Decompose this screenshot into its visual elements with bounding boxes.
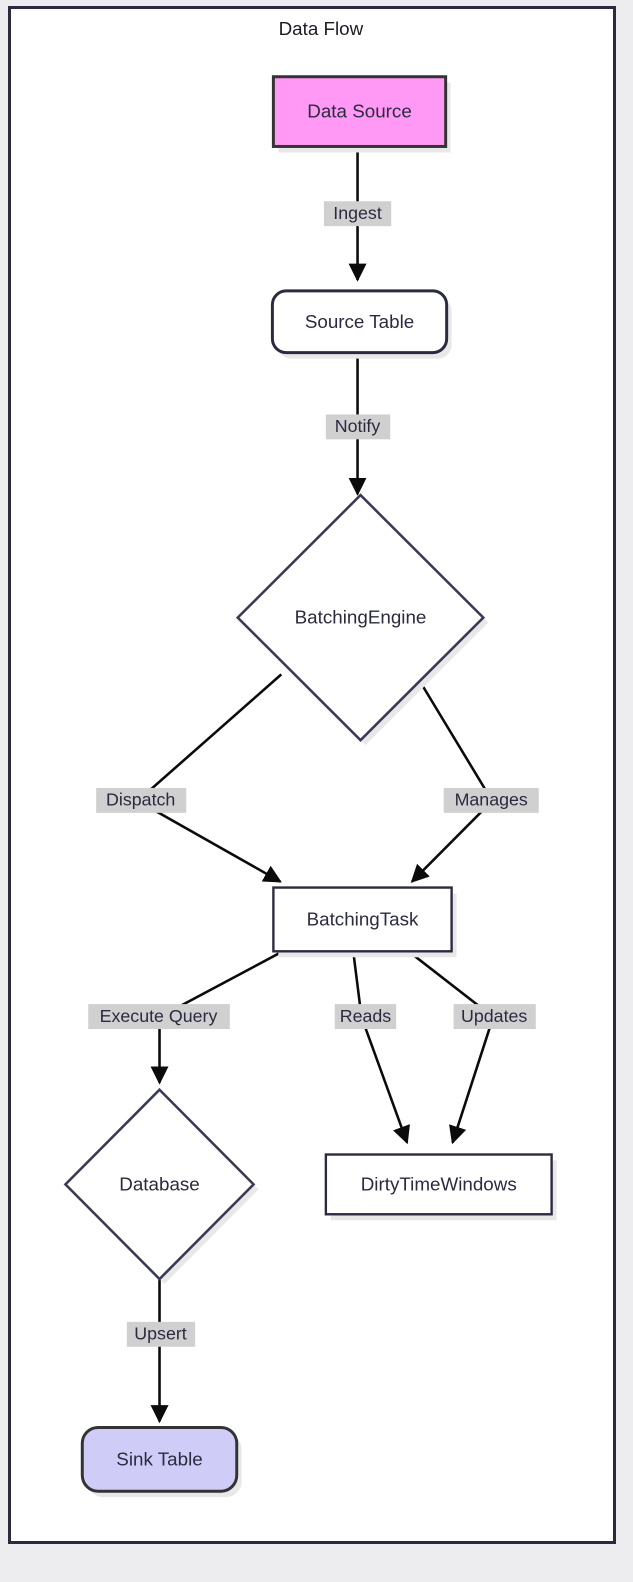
edge-label-upsert: Upsert [126,1321,196,1347]
edge-label-ingest: Ingest [323,201,392,227]
node-sink-table[interactable]: Sink Table [80,1425,242,1498]
edge-label-manages-text: Manages [455,790,528,810]
edge-dispatch [135,673,283,883]
edge-manages [410,680,494,883]
edge-label-updates: Updates [453,1004,536,1030]
diagram-title: Data Flow [279,18,364,39]
node-source-table[interactable]: Source Table [270,289,452,359]
edge-label-notify-text: Notify [335,416,381,436]
edge-label-ingest-text: Ingest [333,203,382,223]
edge-label-manages: Manages [443,787,539,813]
node-batching-engine[interactable]: BatchingEngine [235,493,489,746]
node-dirty-time-windows[interactable]: DirtyTimeWindows [324,1153,557,1221]
edge-label-updates-text: Updates [461,1006,527,1026]
node-data-source[interactable]: Data Source [271,75,451,153]
edge-label-dispatch-text: Dispatch [106,790,175,810]
edge-label-reads: Reads [334,1004,397,1030]
edge-label-dispatch: Dispatch [96,787,187,813]
flowchart-canvas: Data Flow Dat [63,18,557,1498]
node-database[interactable]: Database [63,1087,259,1285]
node-batching-task[interactable]: BatchingTask [272,886,457,958]
edge-updates [401,945,495,1145]
edge-label-reads-text: Reads [340,1006,392,1026]
edge-label-execute-query-text: Execute Query [100,1006,218,1026]
diagram-frame: Data Flow Dat [8,6,616,1544]
edge-labels-layer: Ingest Notify Dispatch Manages Execute Q… [88,201,539,1347]
edge-label-notify: Notify [325,414,391,440]
edge-reads [351,946,410,1145]
edge-label-upsert-text: Upsert [134,1323,186,1343]
edge-label-execute-query: Execute Query [88,1004,230,1030]
